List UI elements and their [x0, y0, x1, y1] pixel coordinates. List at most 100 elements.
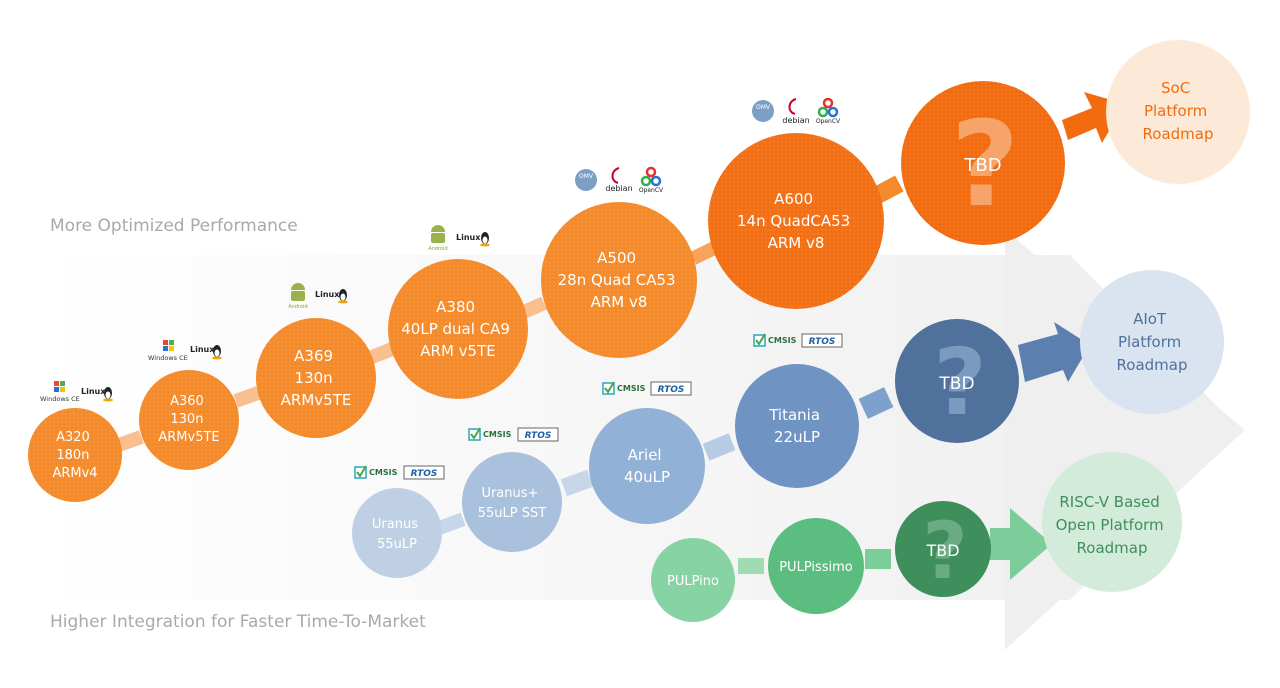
- svg-text:OpenCV: OpenCV: [816, 118, 841, 125]
- soc-node-a600: A600 14n QuadCA53 ARM v8: [708, 133, 884, 309]
- soc-platform-target: SoC Platform Roadmap: [1106, 40, 1250, 184]
- aiot-node-uranus: Uranus 55uLP: [352, 488, 442, 578]
- riscv-target-label: RISC-V Based Open Platform Roadmap: [1056, 493, 1169, 557]
- riscv-connectors: [738, 549, 891, 574]
- svg-text:TBD: TBD: [925, 541, 959, 560]
- svg-text:OMV: OMV: [579, 173, 594, 180]
- svg-text:Android: Android: [428, 246, 447, 252]
- linux-tux-icon: Linux: [190, 345, 222, 360]
- soc-node-a380: A380 40LP dual CA9 ARM v5TE: [388, 259, 528, 399]
- svg-text:A500 28n Quad CA53: A500 28n Quad CA53 ARM v8: [558, 249, 681, 311]
- riscv-node-tbd: ? TBD: [895, 501, 991, 597]
- svg-text:PULPino: PULPino: [667, 574, 719, 589]
- omv-icon: OMV: [752, 100, 774, 122]
- aiot-target-arrow: [1018, 322, 1090, 382]
- question-mark-icon: ?: [922, 507, 967, 597]
- aiot-connectors: [434, 387, 894, 536]
- svg-text:Android: Android: [288, 304, 307, 310]
- linux-tux-icon: Linux: [456, 232, 490, 247]
- svg-text:debian: debian: [782, 116, 809, 125]
- svg-text:CMSIS: CMSIS: [483, 430, 512, 439]
- soc-target-label: SoC Platform Roadmap: [1143, 79, 1214, 143]
- svg-text:CMSIS: CMSIS: [768, 336, 797, 345]
- soc-node-a369: A369 130n ARMv5TE: [256, 318, 376, 438]
- soc-node-a320: A320 180n ARMv4: [28, 408, 122, 502]
- android-icon: Android: [288, 283, 308, 310]
- svg-text:TBD: TBD: [938, 374, 974, 394]
- cmsis-check-icon: CMSIS: [354, 465, 398, 479]
- svg-text:Ariel 40uLP: Ariel 40uLP: [624, 446, 670, 486]
- svg-text:RTOS: RTOS: [809, 337, 836, 347]
- svg-text:A369 130n ARMv5TE: A369 130n ARMv5TE: [281, 347, 352, 409]
- aiot-node-uranus-plus: Uranus+ 55uLP SST: [462, 452, 562, 552]
- svg-text:debian: debian: [605, 184, 632, 193]
- svg-text:RTOS: RTOS: [525, 431, 552, 441]
- rtos-logos-titania: CMSIS RTOS: [753, 333, 843, 348]
- svg-text:Uranus+ 55uLP SST: Uranus+ 55uLP SST: [478, 486, 546, 521]
- windows-ce-icon: Windows CE: [148, 340, 188, 362]
- bottom-axis-label: Higher Integration for Faster Time-To-Ma…: [50, 612, 426, 632]
- cmsis-check-icon: CMSIS: [468, 427, 512, 441]
- svg-text:Linux: Linux: [190, 345, 215, 354]
- rtos-logos-uranus-plus: CMSIS RTOS: [468, 427, 559, 442]
- svg-text:Linux: Linux: [456, 233, 481, 242]
- rtos-logos-ariel: CMSIS RTOS: [602, 381, 692, 396]
- debian-swirl-icon: debian: [605, 167, 633, 193]
- svg-text:Linux: Linux: [315, 290, 340, 299]
- debian-swirl-icon: debian: [782, 98, 810, 125]
- svg-text:A320 180n ARMv4: A320 180n ARMv4: [52, 430, 97, 481]
- svg-text:OMV: OMV: [756, 104, 771, 111]
- svg-text:CMSIS: CMSIS: [369, 468, 398, 477]
- linux-tux-icon: Linux: [315, 289, 348, 304]
- rtos-icon: RTOS: [801, 333, 843, 348]
- question-mark-icon: ?: [951, 95, 1019, 233]
- opencv-icon: OpenCV: [816, 97, 841, 125]
- aiot-node-titania: Titania 22uLP: [735, 364, 859, 488]
- riscv-target-arrow: [990, 508, 1052, 580]
- os-logos-a369: Android Linux: [288, 283, 348, 310]
- svg-text:Windows CE: Windows CE: [148, 354, 188, 362]
- os-logos-a360: Windows CE Linux: [148, 340, 222, 362]
- aiot-node-ariel: Ariel 40uLP: [589, 408, 705, 524]
- aiot-target-label: AIoT Platform Roadmap: [1117, 310, 1188, 374]
- os-logos-a500: OMV debian OpenCV: [575, 166, 664, 194]
- question-mark-icon: ?: [933, 329, 986, 436]
- svg-text:CMSIS: CMSIS: [617, 384, 646, 393]
- windows-ce-icon: Windows CE: [40, 381, 80, 403]
- android-icon: Android: [428, 225, 448, 252]
- rtos-icon: RTOS: [403, 465, 445, 480]
- svg-text:RTOS: RTOS: [658, 385, 685, 395]
- linux-tux-icon: Linux: [81, 387, 113, 402]
- omv-icon: OMV: [575, 169, 597, 191]
- rtos-icon: RTOS: [517, 427, 559, 442]
- soc-node-a360: A360 130n ARMv5TE: [139, 370, 239, 470]
- os-logos-a380: Android Linux: [428, 225, 490, 252]
- svg-text:PULPissimo: PULPissimo: [779, 560, 853, 575]
- soc-node-a500: A500 28n Quad CA53 ARM v8: [541, 202, 697, 358]
- svg-text:Linux: Linux: [81, 387, 106, 396]
- svg-text:A380 40LP dual CA9: A380 40LP dual CA9 ARM v5TE: [401, 298, 514, 360]
- os-logos-a600: OMV debian OpenCV: [752, 97, 841, 125]
- riscv-platform-target: RISC-V Based Open Platform Roadmap: [1042, 452, 1182, 592]
- riscv-node-pulpissimo: PULPissimo: [768, 518, 864, 614]
- svg-text:Titania 22uLP: Titania 22uLP: [768, 406, 825, 446]
- rtos-icon: RTOS: [650, 381, 692, 396]
- soc-node-tbd: ? TBD: [901, 81, 1065, 245]
- svg-text:OpenCV: OpenCV: [639, 187, 664, 194]
- aiot-node-tbd: ? TBD: [895, 319, 1019, 443]
- rtos-logos-uranus: CMSIS RTOS: [354, 465, 445, 480]
- opencv-icon: OpenCV: [639, 166, 664, 194]
- riscv-node-pulpino: PULPino: [651, 538, 735, 622]
- cmsis-check-icon: CMSIS: [602, 381, 646, 395]
- svg-text:RTOS: RTOS: [411, 469, 438, 479]
- svg-text:A600 14n QuadCA53: A600 14n QuadCA53 ARM v8: [737, 190, 855, 252]
- svg-text:Windows CE: Windows CE: [40, 395, 80, 403]
- svg-text:TBD: TBD: [963, 155, 1001, 176]
- os-logos-a320: Windows CE Linux: [40, 381, 113, 403]
- top-axis-label: More Optimized Performance: [50, 216, 298, 236]
- svg-text:Uranus 55uLP: Uranus 55uLP: [372, 517, 422, 552]
- svg-text:A360 130n ARMv5TE: A360 130n ARMv5TE: [158, 394, 219, 445]
- aiot-platform-target: AIoT Platform Roadmap: [1080, 270, 1224, 414]
- cmsis-check-icon: CMSIS: [753, 333, 797, 347]
